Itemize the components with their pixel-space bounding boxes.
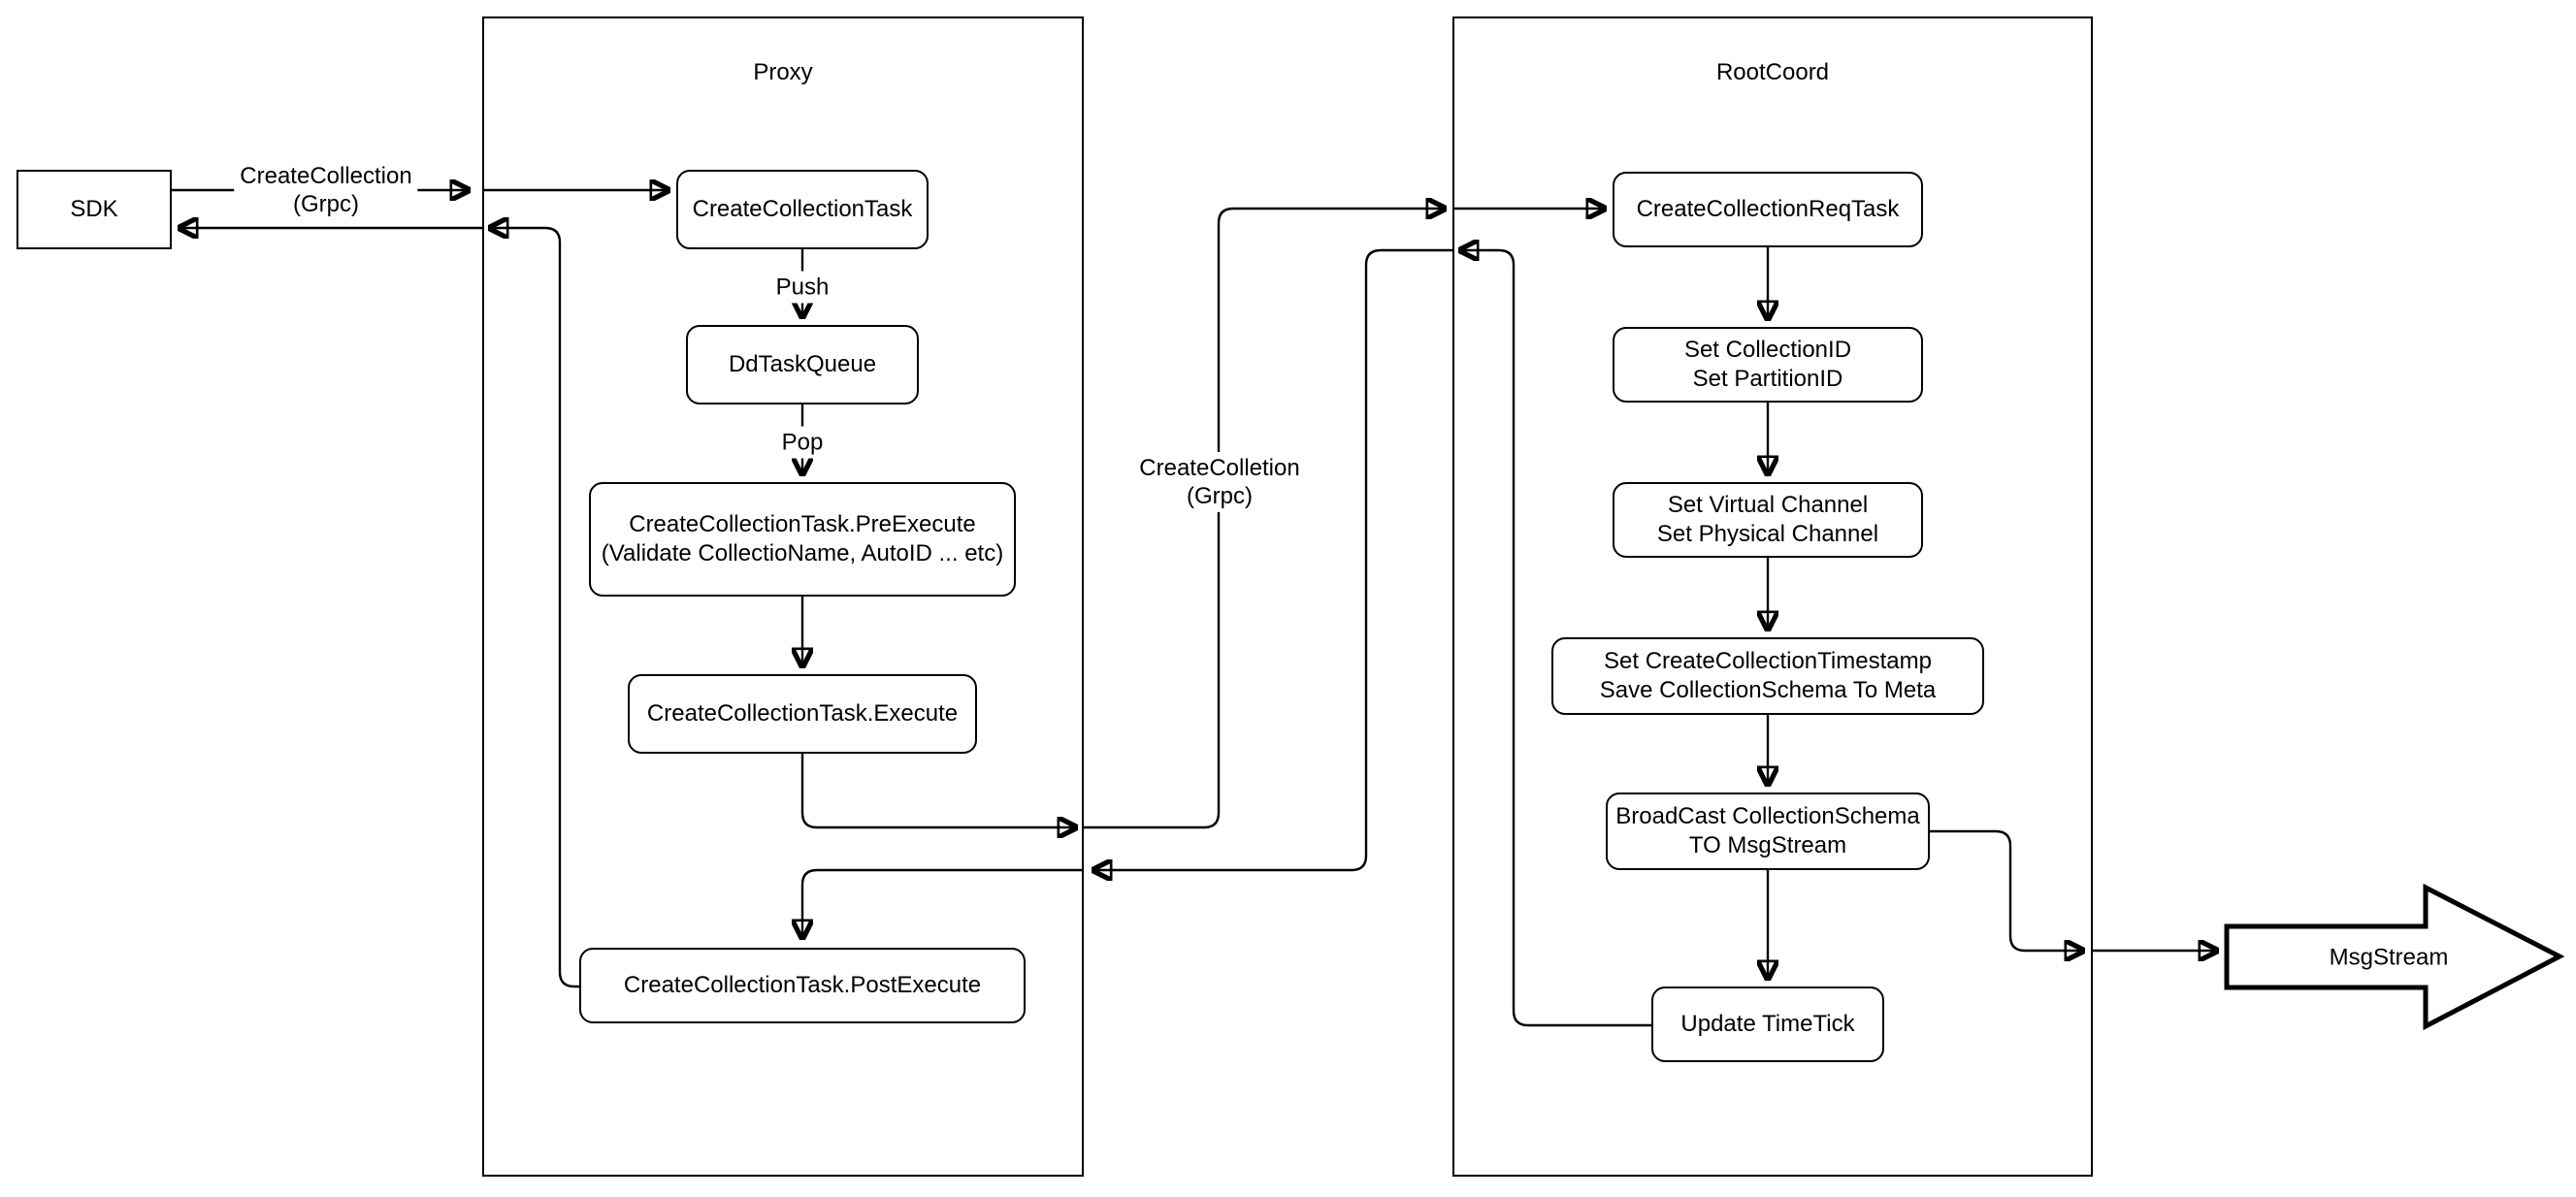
node-set-timestamp: Set CreateCollectionTimestamp Save Colle… xyxy=(1551,637,1984,715)
rootcoord-container-title: RootCoord xyxy=(1715,59,1830,85)
node-dd-task-queue: DdTaskQueue xyxy=(686,325,919,404)
node-postexecute: CreateCollectionTask.PostExecute xyxy=(579,948,1026,1023)
edge-label-push: Push xyxy=(769,271,835,304)
edge-grpc-to-rootcoord-border xyxy=(1084,209,1445,829)
node-update-timetick: Update TimeTick xyxy=(1651,987,1884,1062)
node-execute: CreateCollectionTask.Execute xyxy=(628,674,977,754)
node-create-collection-task: CreateCollectionTask xyxy=(676,170,929,249)
node-set-ids: Set CollectionID Set PartitionID xyxy=(1613,327,1923,403)
node-sdk: SDK xyxy=(16,170,172,249)
rootcoord-container xyxy=(1452,16,2093,1177)
edge-label-createcolletion-grpc: CreateColletion (Grpc) xyxy=(1133,452,1306,512)
edge-rootcoord-return-to-proxy-border xyxy=(1093,248,1452,870)
node-preexecute: CreateCollectionTask.PreExecute (Validat… xyxy=(589,482,1016,597)
edge-label-createcollection-grpc: CreateCollection (Grpc) xyxy=(234,160,418,220)
edge-label-pop: Pop xyxy=(775,426,830,459)
msgstream-label: MsgStream xyxy=(2329,944,2449,971)
proxy-container xyxy=(482,16,1084,1177)
node-set-channels: Set Virtual Channel Set Physical Channel xyxy=(1613,482,1923,558)
node-broadcast: BroadCast CollectionSchema TO MsgStream xyxy=(1606,793,1930,870)
proxy-container-title: Proxy xyxy=(753,59,813,85)
node-create-collection-req-task: CreateCollectionReqTask xyxy=(1613,172,1923,247)
